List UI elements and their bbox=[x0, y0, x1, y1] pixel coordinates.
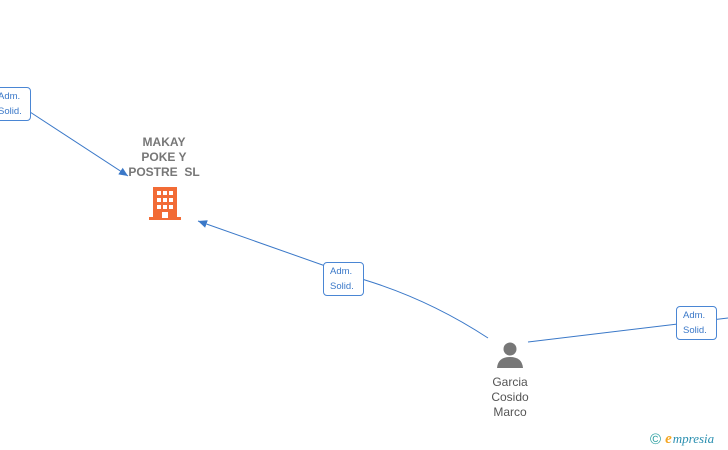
edge-person-to-company bbox=[197, 220, 489, 339]
company-name[interactable]: MAKAY POKE Y POSTRE SL bbox=[128, 135, 200, 179]
building-icon[interactable] bbox=[148, 185, 182, 221]
relation-role: Adm. bbox=[330, 266, 353, 277]
relation-type: Solid. bbox=[683, 325, 707, 336]
copyright-icon: © bbox=[650, 430, 662, 448]
relation-type: Solid. bbox=[0, 106, 22, 117]
edge-left-to-company bbox=[29, 111, 129, 177]
brand-name: mpresia bbox=[672, 431, 715, 446]
brand-e: e bbox=[665, 430, 672, 447]
relation-role: Adm. bbox=[0, 91, 21, 102]
relation-label-right[interactable]: Adm. Solid. bbox=[676, 306, 717, 340]
relation-role: Adm. bbox=[683, 310, 706, 321]
person-icon[interactable] bbox=[495, 340, 525, 370]
relation-label-left[interactable]: Adm. Solid. bbox=[0, 87, 31, 121]
person-name[interactable]: Garcia Cosido Marco bbox=[491, 375, 529, 419]
relation-label-center[interactable]: Adm. Solid. bbox=[323, 262, 364, 296]
brand-watermark: © e mpresia bbox=[650, 429, 714, 449]
relation-type: Solid. bbox=[330, 281, 354, 292]
